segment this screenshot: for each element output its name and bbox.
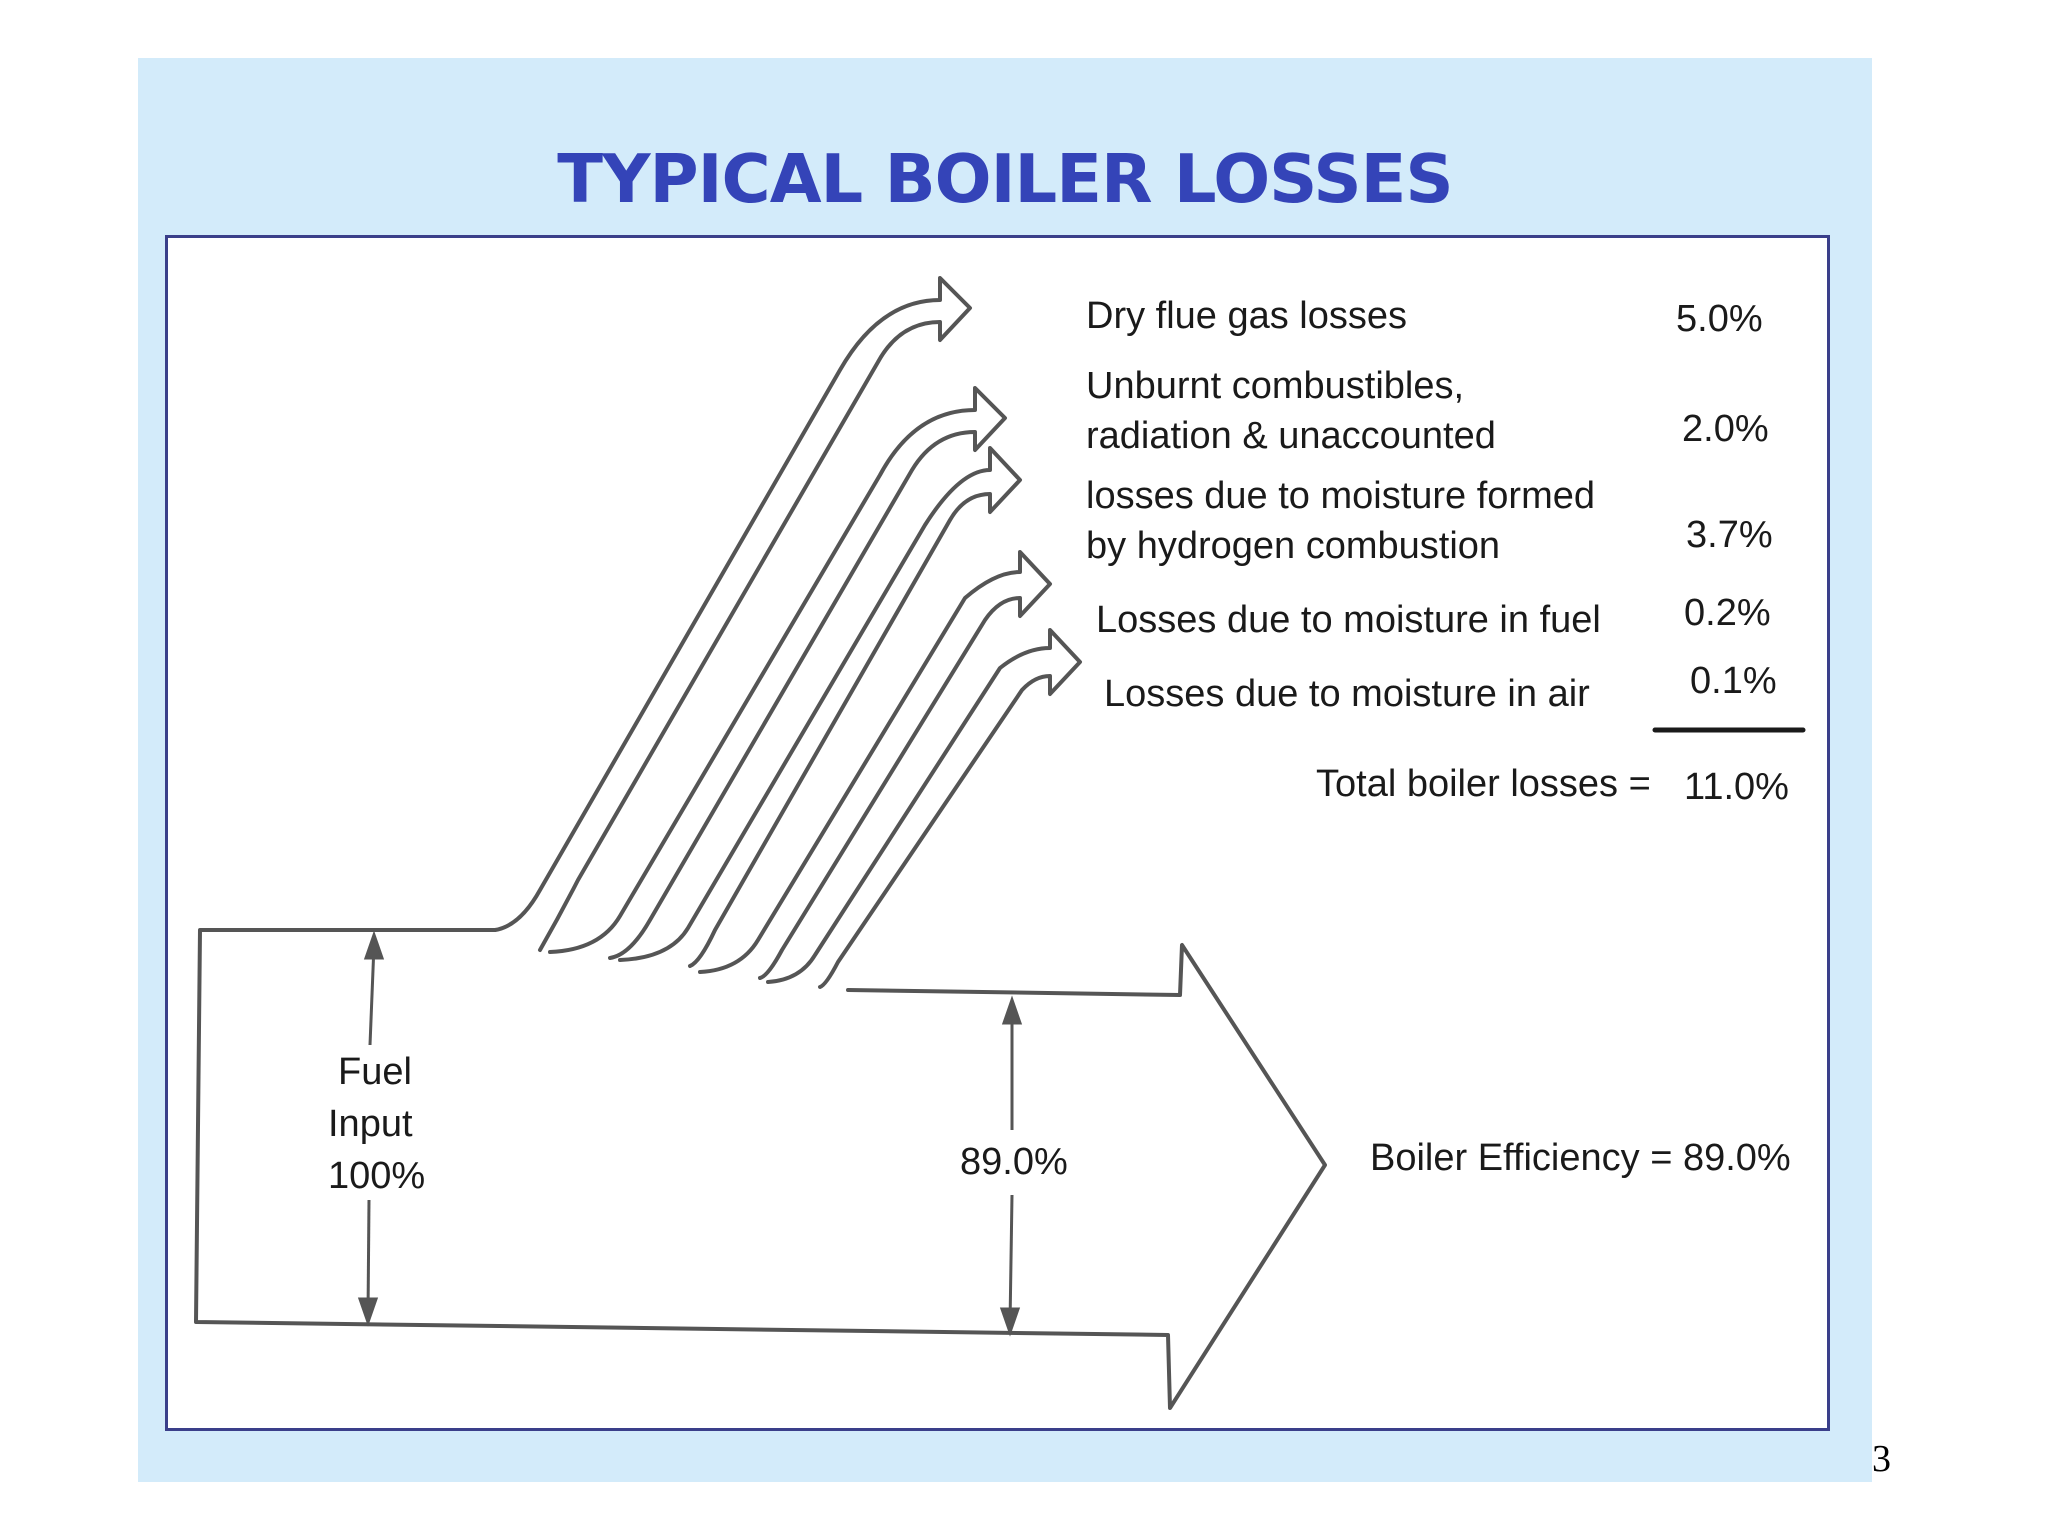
loss-value-moisture-air: 0.1% (1690, 660, 1777, 702)
loss-label-unburnt-line2: radiation & unaccounted (1086, 415, 1496, 457)
loss-value-moisture-fuel: 0.2% (1684, 592, 1771, 634)
loss-value-dry-flue-gas: 5.0% (1676, 298, 1763, 340)
loss-arrow-hydrogen (618, 446, 1022, 968)
loss-arrow-dry-flue-gas (493, 276, 972, 952)
boiler-efficiency-label: Boiler Efficiency = 89.0% (1370, 1137, 1791, 1179)
slide-title: TYPICAL BOILER LOSSES (557, 140, 1453, 218)
diagram-panel (165, 235, 1830, 1431)
loss-arrow-moisture-fuel (698, 550, 1052, 980)
main-flow-arrow (194, 928, 1327, 1410)
loss-value-unburnt: 2.0% (1682, 408, 1769, 450)
efficiency-arrow-label: 89.0% (960, 1141, 1068, 1183)
loss-label-moisture-fuel: Losses due to moisture in fuel (1096, 599, 1601, 641)
page-number: 3 (1872, 1438, 1891, 1480)
fuel-input-line2: Input (328, 1103, 413, 1145)
loss-label-dry-flue-gas: Dry flue gas losses (1086, 295, 1408, 337)
loss-arrow-unburnt (548, 386, 1007, 960)
loss-value-hydrogen: 3.7% (1686, 514, 1773, 556)
total-losses-label: Total boiler losses = (1316, 763, 1651, 805)
loss-arrow-moisture-air (766, 628, 1082, 989)
loss-label-moisture-air: Losses due to moisture in air (1104, 673, 1590, 715)
loss-label-hydrogen-line1: losses due to moisture formed (1086, 475, 1596, 517)
total-losses-value: 11.0% (1684, 766, 1789, 808)
fuel-input-line1: Fuel (338, 1051, 412, 1093)
fuel-input-value: 100% (328, 1155, 426, 1197)
loss-label-hydrogen-line2: by hydrogen combustion (1086, 525, 1501, 567)
loss-label-unburnt-line1: Unburnt combustibles, (1086, 365, 1465, 407)
